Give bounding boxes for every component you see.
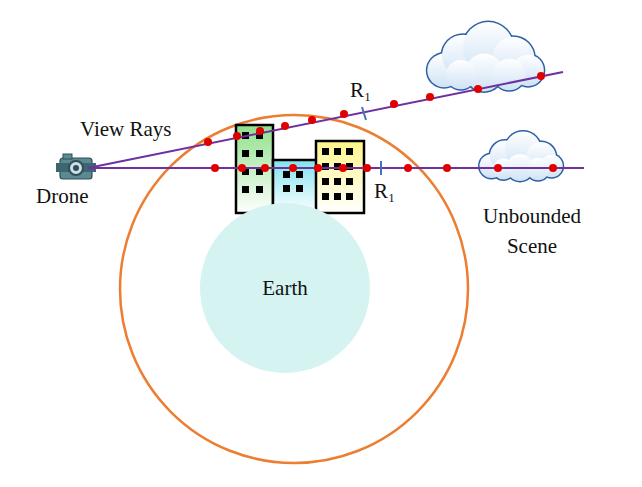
clouds [426,21,564,183]
radius-label: R₁ [374,176,395,206]
bound-tick [362,107,366,120]
scene-label: Unbounded Scene [462,201,602,262]
node-label: Earth [262,275,307,301]
sample-points [204,72,557,172]
view-ray [88,167,584,169]
ray-label: View Rays [80,114,171,144]
drone-camera [56,154,96,179]
radius-label: R₁ [350,75,371,105]
drone-label: Drone [36,181,88,211]
earth-circle: Earth [200,203,370,373]
bound-tick [380,161,382,175]
